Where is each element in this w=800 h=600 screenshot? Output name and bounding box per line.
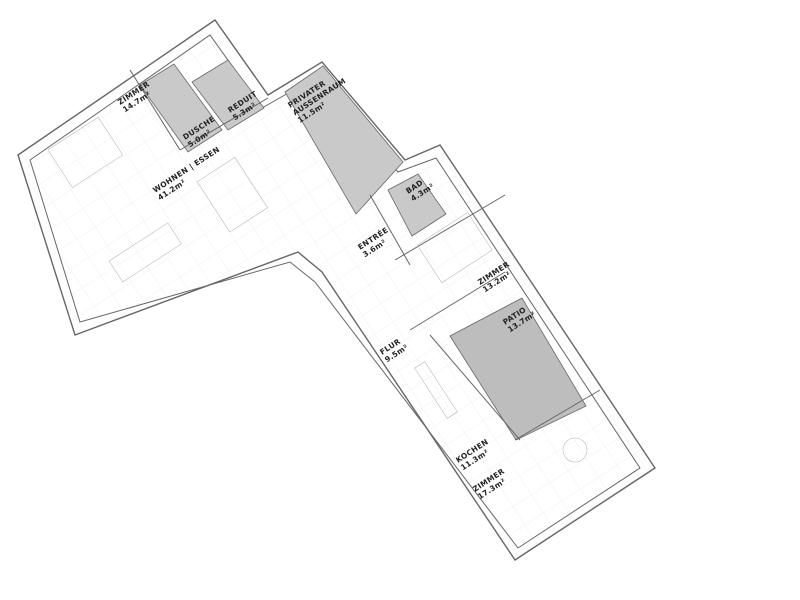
furniture xyxy=(47,116,588,463)
outer-wall xyxy=(17,19,656,561)
room-reduit xyxy=(191,59,265,131)
room-bad xyxy=(387,173,447,237)
room-dusche xyxy=(139,63,223,153)
room-patio xyxy=(449,297,587,441)
room-privater-aussenraum xyxy=(284,65,404,215)
interior-walls xyxy=(129,69,601,441)
floor-grid xyxy=(18,20,655,560)
